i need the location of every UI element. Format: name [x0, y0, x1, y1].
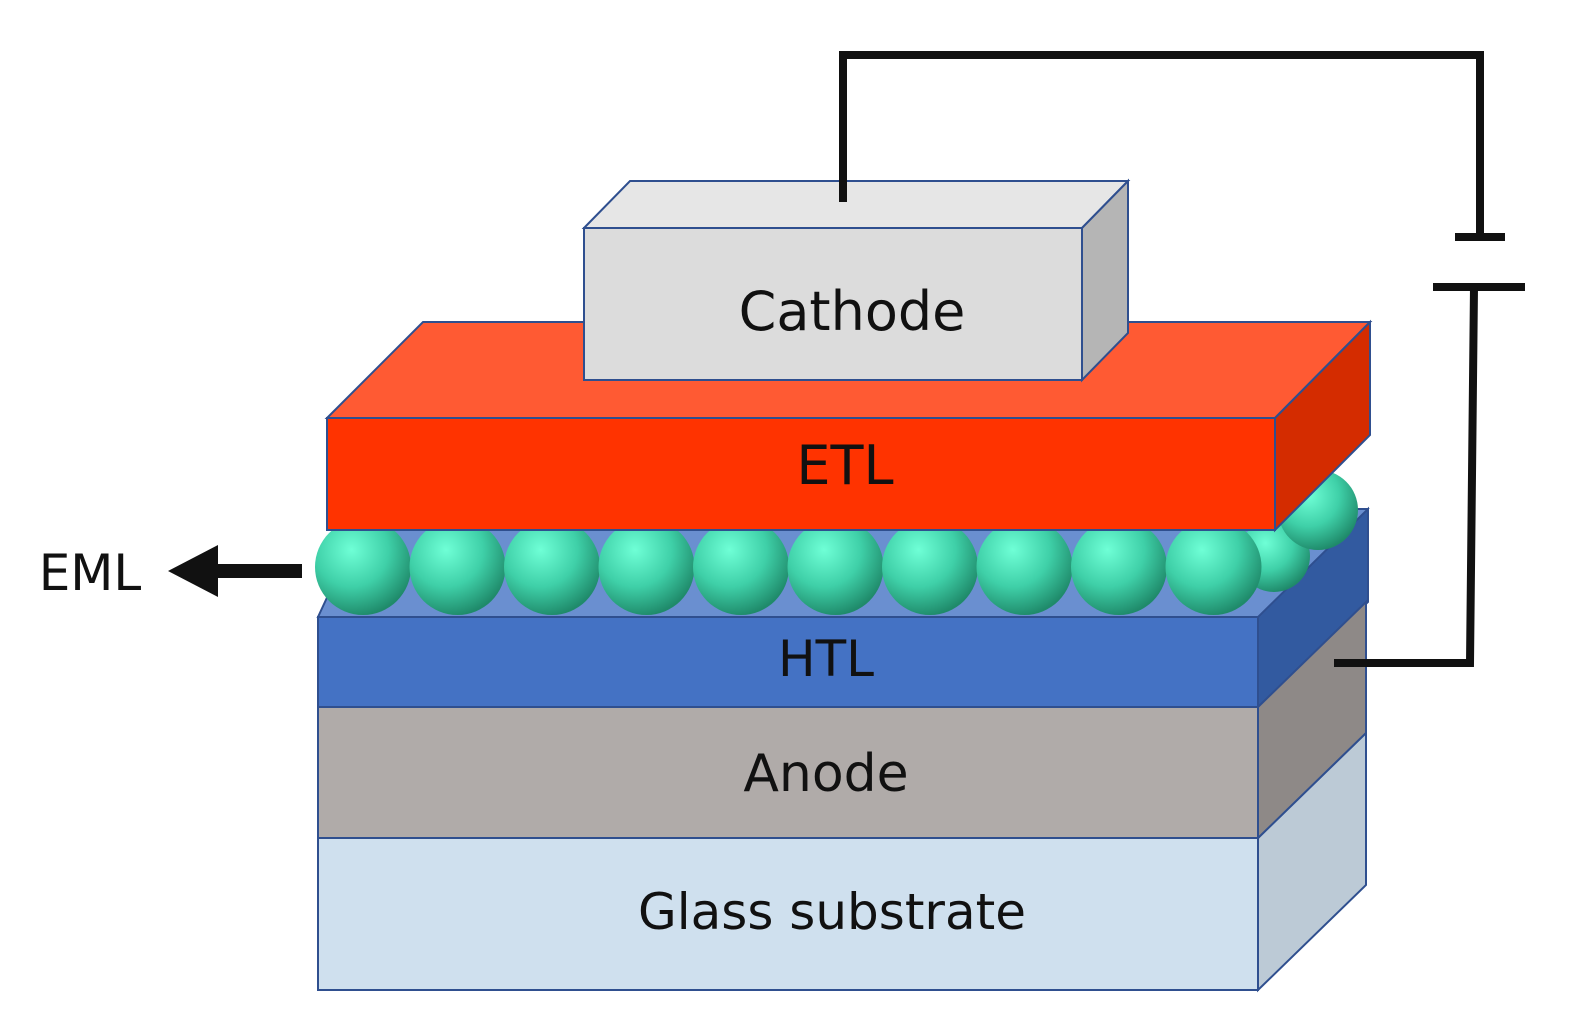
htl-layer: [317, 616, 1259, 708]
anode-layer: [317, 706, 1259, 839]
eml-sphere: [976, 519, 1073, 615]
anode-label: Anode: [743, 744, 908, 804]
eml-sphere-layer: [315, 519, 1262, 615]
eml-sphere: [504, 519, 600, 615]
cathode-layer: [583, 227, 1083, 381]
eml-sphere: [1165, 519, 1262, 615]
cathode-top-face: [581, 180, 1131, 229]
circuit-wire: [839, 51, 1484, 237]
eml-sphere: [693, 519, 789, 615]
cathode-label: Cathode: [739, 280, 966, 343]
eml-arrow-head: [168, 545, 218, 597]
glass-substrate-label: Glass substrate: [638, 883, 1026, 941]
circuit-wire-to-anode: [1334, 286, 1478, 667]
eml-sphere: [787, 519, 884, 615]
eml-sphere: [315, 519, 411, 615]
htl-label: HTL: [778, 630, 874, 688]
eml-sphere: [409, 519, 506, 615]
eml-label: EML: [39, 544, 142, 602]
eml-sphere: [1071, 519, 1167, 615]
etl-layer: [326, 417, 1276, 531]
eml-sphere: [882, 519, 978, 615]
etl-label: ETL: [796, 434, 893, 497]
eml-sphere: [598, 519, 695, 615]
